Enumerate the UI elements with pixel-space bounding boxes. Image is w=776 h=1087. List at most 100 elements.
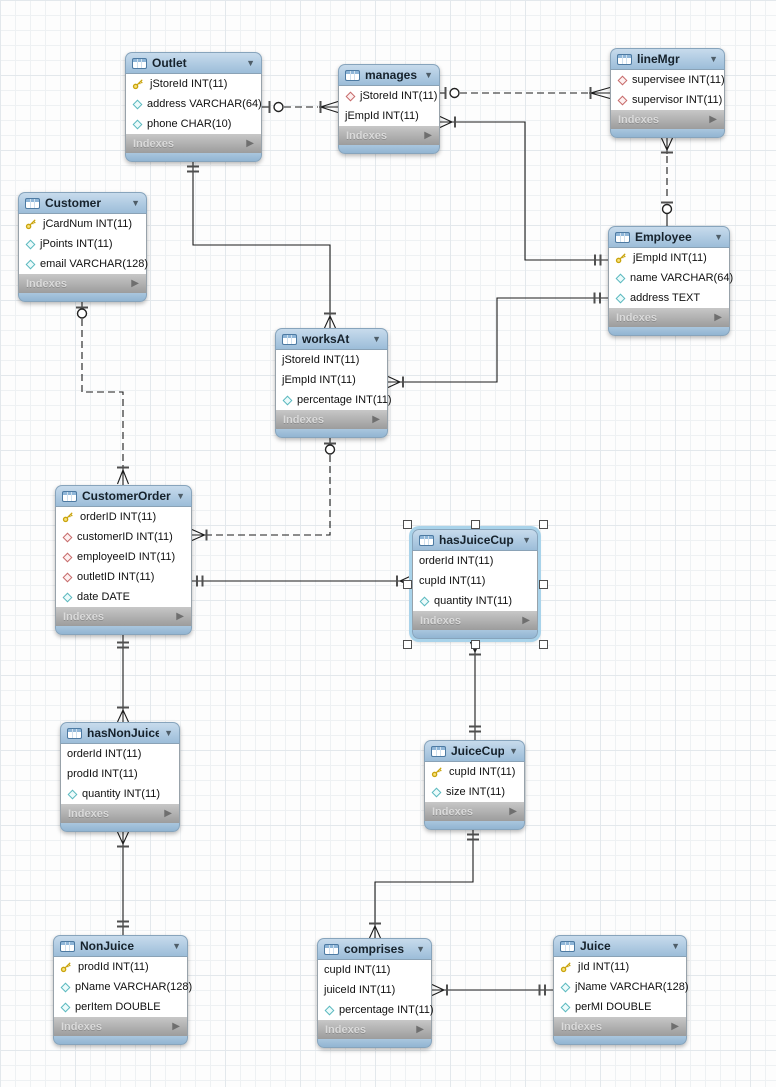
table-Customer[interactable]: Customer▼jCardNum INT(11)jPoints INT(11)…	[18, 192, 148, 302]
expand-arrow-icon[interactable]: ▶	[424, 129, 432, 141]
column-row[interactable]: address VARCHAR(64)	[126, 94, 262, 114]
expand-arrow-icon[interactable]: ▶	[416, 1023, 424, 1035]
indexes-bar[interactable]: Indexes▶	[610, 110, 725, 129]
relationship-worksat-customerorder[interactable]	[191, 438, 336, 542]
table-NonJuice[interactable]: NonJuice▼prodId INT(11)pName VARCHAR(128…	[53, 935, 192, 1045]
table-manages[interactable]: manages▼jStoreId INT(11)jEmpId INT(11)In…	[338, 64, 440, 154]
table-header[interactable]: NonJuice▼	[53, 935, 188, 957]
column-row[interactable]: quantity INT(11)	[413, 591, 537, 611]
column-row[interactable]: percentage INT(11)	[276, 390, 392, 410]
relationship-manages-linemgr[interactable]	[440, 86, 611, 100]
expand-arrow-icon[interactable]: ▶	[714, 311, 722, 323]
collapse-arrow-icon[interactable]: ▼	[372, 333, 381, 344]
table-header[interactable]: CustomerOrder▼	[55, 485, 192, 507]
column-row[interactable]: orderID INT(11)	[56, 507, 191, 527]
column-row[interactable]: percentage INT(11)	[318, 1000, 434, 1020]
column-row[interactable]: prodId INT(11)	[54, 957, 187, 977]
table-header[interactable]: lineMgr▼	[610, 48, 725, 70]
column-row[interactable]: employeeID INT(11)	[56, 547, 191, 567]
table-Juice[interactable]: Juice▼jId INT(11)jName VARCHAR(128)perMI…	[553, 935, 689, 1045]
column-row[interactable]: address TEXT	[609, 288, 729, 308]
column-row[interactable]: jId INT(11)	[554, 957, 686, 977]
column-row[interactable]: jName VARCHAR(128)	[554, 977, 689, 997]
collapse-arrow-icon[interactable]: ▼	[522, 534, 531, 545]
relationship-comprises-juice[interactable]	[431, 984, 553, 996]
selection-handle[interactable]	[538, 519, 548, 529]
column-row[interactable]: jStoreId INT(11)	[276, 350, 387, 370]
column-row[interactable]: size INT(11)	[425, 782, 524, 802]
column-row[interactable]: cupId INT(11)	[413, 571, 537, 591]
indexes-bar[interactable]: Indexes▶	[317, 1020, 432, 1039]
column-row[interactable]: email VARCHAR(128)	[19, 254, 148, 274]
column-row[interactable]: jPoints INT(11)	[19, 234, 146, 254]
indexes-bar[interactable]: Indexes▶	[60, 804, 180, 823]
relationship-customerorder-hasjuicecup[interactable]	[192, 575, 413, 587]
column-row[interactable]: juiceId INT(11)	[318, 980, 431, 1000]
relationship-outlet-manages[interactable]	[262, 100, 339, 114]
relationship-worksat-employee[interactable]	[387, 292, 608, 388]
collapse-arrow-icon[interactable]: ▼	[164, 727, 173, 738]
expand-arrow-icon[interactable]: ▶	[246, 137, 254, 149]
relationship-linemgr-employee[interactable]	[661, 137, 673, 226]
indexes-bar[interactable]: Indexes▶	[125, 134, 262, 153]
expand-arrow-icon[interactable]: ▶	[509, 805, 517, 817]
column-row[interactable]: quantity INT(11)	[61, 784, 179, 804]
relationship-juicecup-comprises[interactable]	[369, 830, 479, 939]
table-header[interactable]: Customer▼	[18, 192, 147, 214]
table-header[interactable]: JuiceCup▼	[424, 740, 525, 762]
collapse-arrow-icon[interactable]: ▼	[416, 943, 425, 954]
expand-arrow-icon[interactable]: ▶	[172, 1020, 180, 1032]
collapse-arrow-icon[interactable]: ▼	[131, 197, 140, 208]
indexes-bar[interactable]: Indexes▶	[55, 607, 192, 626]
collapse-arrow-icon[interactable]: ▼	[246, 57, 255, 68]
collapse-arrow-icon[interactable]: ▼	[509, 745, 518, 756]
collapse-arrow-icon[interactable]: ▼	[714, 231, 723, 242]
table-CustomerOrder[interactable]: CustomerOrder▼orderID INT(11)customerID …	[55, 485, 192, 635]
table-hasNonJuice[interactable]: hasNonJuice▼orderId INT(11)prodId INT(11…	[60, 722, 180, 832]
expand-arrow-icon[interactable]: ▶	[709, 113, 717, 125]
selection-handle[interactable]	[402, 519, 412, 529]
collapse-arrow-icon[interactable]: ▼	[176, 490, 185, 501]
column-row[interactable]: orderId INT(11)	[61, 744, 179, 764]
indexes-bar[interactable]: Indexes▶	[553, 1017, 687, 1036]
column-row[interactable]: phone CHAR(10)	[126, 114, 261, 134]
column-row[interactable]: outletID INT(11)	[56, 567, 191, 587]
expand-arrow-icon[interactable]: ▶	[372, 413, 380, 425]
indexes-bar[interactable]: Indexes▶	[424, 802, 525, 821]
selection-handle[interactable]	[470, 519, 480, 529]
column-row[interactable]: supervisor INT(11)	[611, 90, 724, 110]
table-lineMgr[interactable]: lineMgr▼supervisee INT(11)supervisor INT…	[610, 48, 725, 138]
column-row[interactable]: orderId INT(11)	[413, 551, 537, 571]
column-row[interactable]: jStoreId INT(11)	[126, 74, 261, 94]
indexes-bar[interactable]: Indexes▶	[53, 1017, 188, 1036]
collapse-arrow-icon[interactable]: ▼	[424, 69, 433, 80]
column-row[interactable]: name VARCHAR(64)	[609, 268, 733, 288]
table-Employee[interactable]: Employee▼jEmpId INT(11)name VARCHAR(64)a…	[608, 226, 733, 336]
column-row[interactable]: pName VARCHAR(128)	[54, 977, 192, 997]
relationship-manages-employee[interactable]	[439, 116, 608, 266]
column-row[interactable]: jEmpId INT(11)	[609, 248, 729, 268]
column-row[interactable]: jEmpId INT(11)	[339, 106, 439, 126]
expand-arrow-icon[interactable]: ▶	[131, 277, 139, 289]
table-JuiceCup[interactable]: JuiceCup▼cupId INT(11)size INT(11)Indexe…	[424, 740, 525, 830]
relationship-hasjuicecup-juicecup[interactable]	[469, 639, 481, 740]
expand-arrow-icon[interactable]: ▶	[671, 1020, 679, 1032]
indexes-bar[interactable]: Indexes▶	[18, 274, 147, 293]
column-row[interactable]: jEmpId INT(11)	[276, 370, 387, 390]
column-row[interactable]: perItem DOUBLE	[54, 997, 187, 1017]
table-hasJuiceCup[interactable]: hasJuiceCup▼orderId INT(11)cupId INT(11)…	[402, 519, 548, 649]
table-header[interactable]: Employee▼	[608, 226, 730, 248]
column-row[interactable]: jCardNum INT(11)	[19, 214, 146, 234]
column-row[interactable]: perMI DOUBLE	[554, 997, 686, 1017]
table-header[interactable]: manages▼	[338, 64, 440, 86]
column-row[interactable]: prodId INT(11)	[61, 764, 179, 784]
column-row[interactable]: cupId INT(11)	[318, 960, 431, 980]
indexes-bar[interactable]: Indexes▶	[338, 126, 440, 145]
relationship-customerorder-hasnonjuice[interactable]	[117, 635, 129, 723]
relationship-hasnonjuice-nonjuice[interactable]	[117, 831, 129, 935]
collapse-arrow-icon[interactable]: ▼	[671, 940, 680, 951]
table-header[interactable]: hasNonJuice▼	[60, 722, 180, 744]
table-Outlet[interactable]: Outlet▼jStoreId INT(11)address VARCHAR(6…	[125, 52, 262, 162]
column-row[interactable]: supervisee INT(11)	[611, 70, 725, 90]
